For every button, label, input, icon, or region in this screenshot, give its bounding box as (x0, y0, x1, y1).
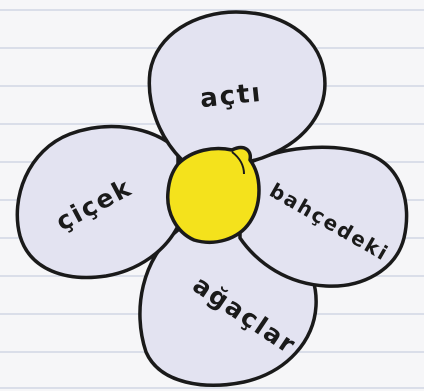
flower-center (168, 148, 259, 243)
